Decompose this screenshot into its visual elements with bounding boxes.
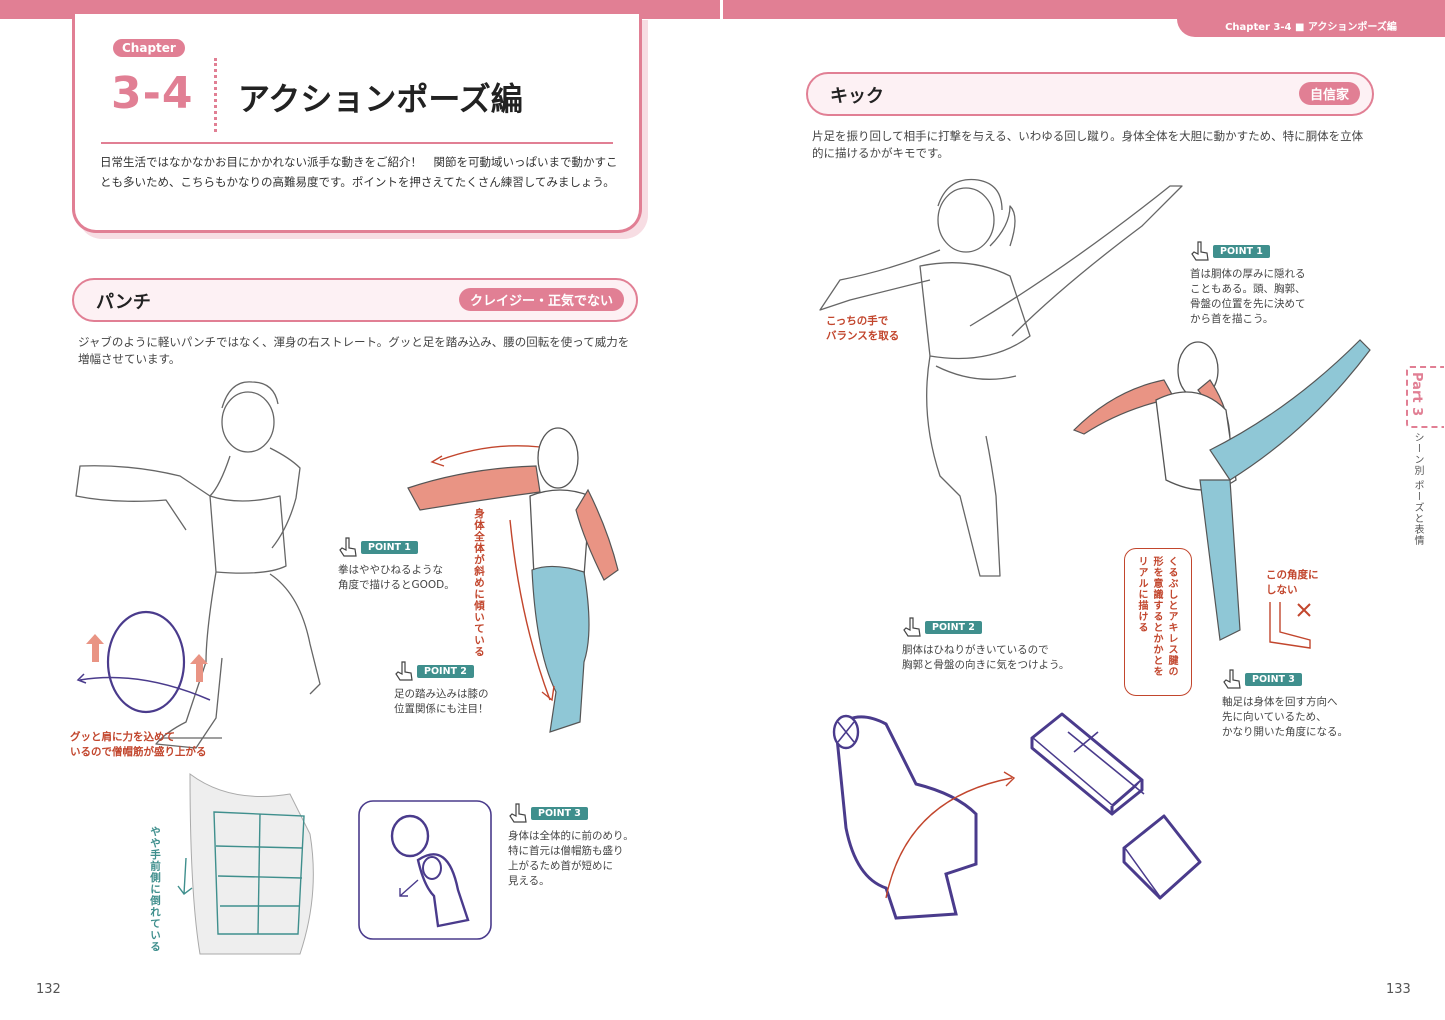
point-text: 首は胴体の厚みに隠れる こともある。頭、胸郭、 骨盤の位置を先に決めて から首を… [1190, 268, 1306, 325]
kick-intro: 片足を振り回して相手に打撃を与える、いわゆる回し蹴り。身体全体を大胆に動かすため… [812, 129, 1364, 160]
torso-twist-diagram [832, 714, 1016, 920]
chapter-card: Chapter 3-4 アクションポーズ編 日常生活ではなかなかお目にかかれない… [72, 14, 642, 233]
punch-point-3: POINT 3 身体は全体的に前のめり。 特に首元は僧帽筋も盛り 上がるため首が… [508, 802, 634, 889]
chapter-divider [214, 58, 217, 132]
kick-point-3: POINT 3 軸足は身体を回す方向へ 先に向いているため、 かなり開いた角度に… [1222, 668, 1348, 740]
lean-note: やや手前側に倒れている [149, 826, 161, 953]
balance-note: こっちの手で バランスを取る [826, 315, 900, 342]
achilles-note: くるぶしとアキレス腱の形を意識するとかかとをリアルに描ける [1136, 556, 1177, 677]
punch-tag: クレイジー・正気でない [458, 288, 624, 311]
point-text: 軸足は身体を回す方向へ 先に向いているため、 かなり開いた角度になる。 [1222, 696, 1348, 738]
point-badge: POINT 1 [1213, 244, 1270, 258]
chapter-tab: Chapter 3-4 ■ アクションポーズ編 [1177, 19, 1445, 37]
point-badge: POINT 3 [1245, 672, 1302, 686]
neck-diagram [358, 800, 492, 940]
pointing-hand-icon [1223, 669, 1241, 689]
angle-note: この角度に しない [1266, 569, 1319, 596]
kick-mannequin [1072, 339, 1371, 641]
point-text: 胴体はひねりがきいているので 胸郭と骨盤の向きに気をつけよう。 [902, 644, 1070, 671]
tilt-note: 身体全体が斜めに傾いている [473, 508, 485, 658]
achilles-note-box [1124, 548, 1192, 696]
box-torso-diagram [1030, 712, 1202, 900]
pointing-hand-icon [339, 537, 357, 557]
punch-title: パンチ [96, 292, 151, 313]
page-number-right: 133 [1386, 982, 1411, 997]
punch-mannequin [407, 427, 619, 733]
point-badge: POINT 1 [361, 540, 418, 554]
point-badge: POINT 2 [925, 620, 982, 634]
head-rotation-diagram [76, 610, 211, 714]
torso-grid-sketch [189, 773, 314, 955]
top-bar-right [723, 0, 1445, 19]
point-badge: POINT 3 [531, 806, 588, 820]
pointing-hand-icon [509, 803, 527, 823]
pointing-hand-icon [395, 661, 413, 681]
point-badge: POINT 2 [417, 664, 474, 678]
part-sublabel: シーン別 ポーズと表情 [1412, 432, 1423, 547]
punch-figure-sketch [75, 381, 321, 749]
point-text: 拳はややひねるような 角度で描けるとGOOD。 [338, 564, 455, 591]
page-number-left: 132 [36, 982, 61, 997]
down-arrow-icon [177, 857, 193, 895]
chapter-description: 日常生活ではなかなかお目にかかれない派手な動きをご紹介！ 関節を可動域いっぱいま… [100, 155, 618, 189]
punch-intro: ジャブのように軽いパンチではなく、渾身の右ストレート。グッと足を踏み込み、腰の回… [78, 335, 630, 366]
chapter-badge: Chapter [113, 39, 185, 57]
chapter-title: アクションポーズ編 [238, 80, 523, 118]
chapter-rule [101, 142, 613, 144]
pointing-hand-icon [903, 617, 921, 637]
kick-figure-sketch [819, 178, 1183, 577]
chapter-number: 3-4 [111, 68, 194, 119]
point-text: 足の踏み込みは膝の 位置関係にも注目！ [394, 688, 489, 715]
part-side-tab [1406, 366, 1444, 428]
point-text: 身体は全体的に前のめり。 特に首元は僧帽筋も盛り 上がるため首が短めに 見える。 [508, 830, 634, 887]
kick-tag: 自信家 [1298, 82, 1360, 105]
pointing-hand-icon [1191, 241, 1209, 261]
kick-point-1: POINT 1 首は胴体の厚みに隠れる こともある。頭、胸郭、 骨盤の位置を先に… [1190, 240, 1306, 327]
part-label: Part 3 [1409, 372, 1424, 417]
kick-section-header: キック 自信家 [806, 72, 1374, 116]
kick-title: キック [830, 86, 884, 107]
punch-point-2: POINT 2 足の踏み込みは膝の 位置関係にも注目！ [394, 660, 489, 717]
kick-point-2: POINT 2 胴体はひねりがきいているので 胸郭と骨盤の向きに気をつけよう。 [902, 616, 1069, 673]
shoulder-note: グッと肩に力を込めて いるので僧帽筋が盛り上がる [70, 731, 207, 758]
punch-section-header: パンチ クレイジー・正気でない [72, 278, 638, 322]
foot-angle-diagram [1269, 602, 1311, 649]
punch-point-1: POINT 1 拳はややひねるような 角度で描けるとGOOD。 [338, 536, 455, 593]
